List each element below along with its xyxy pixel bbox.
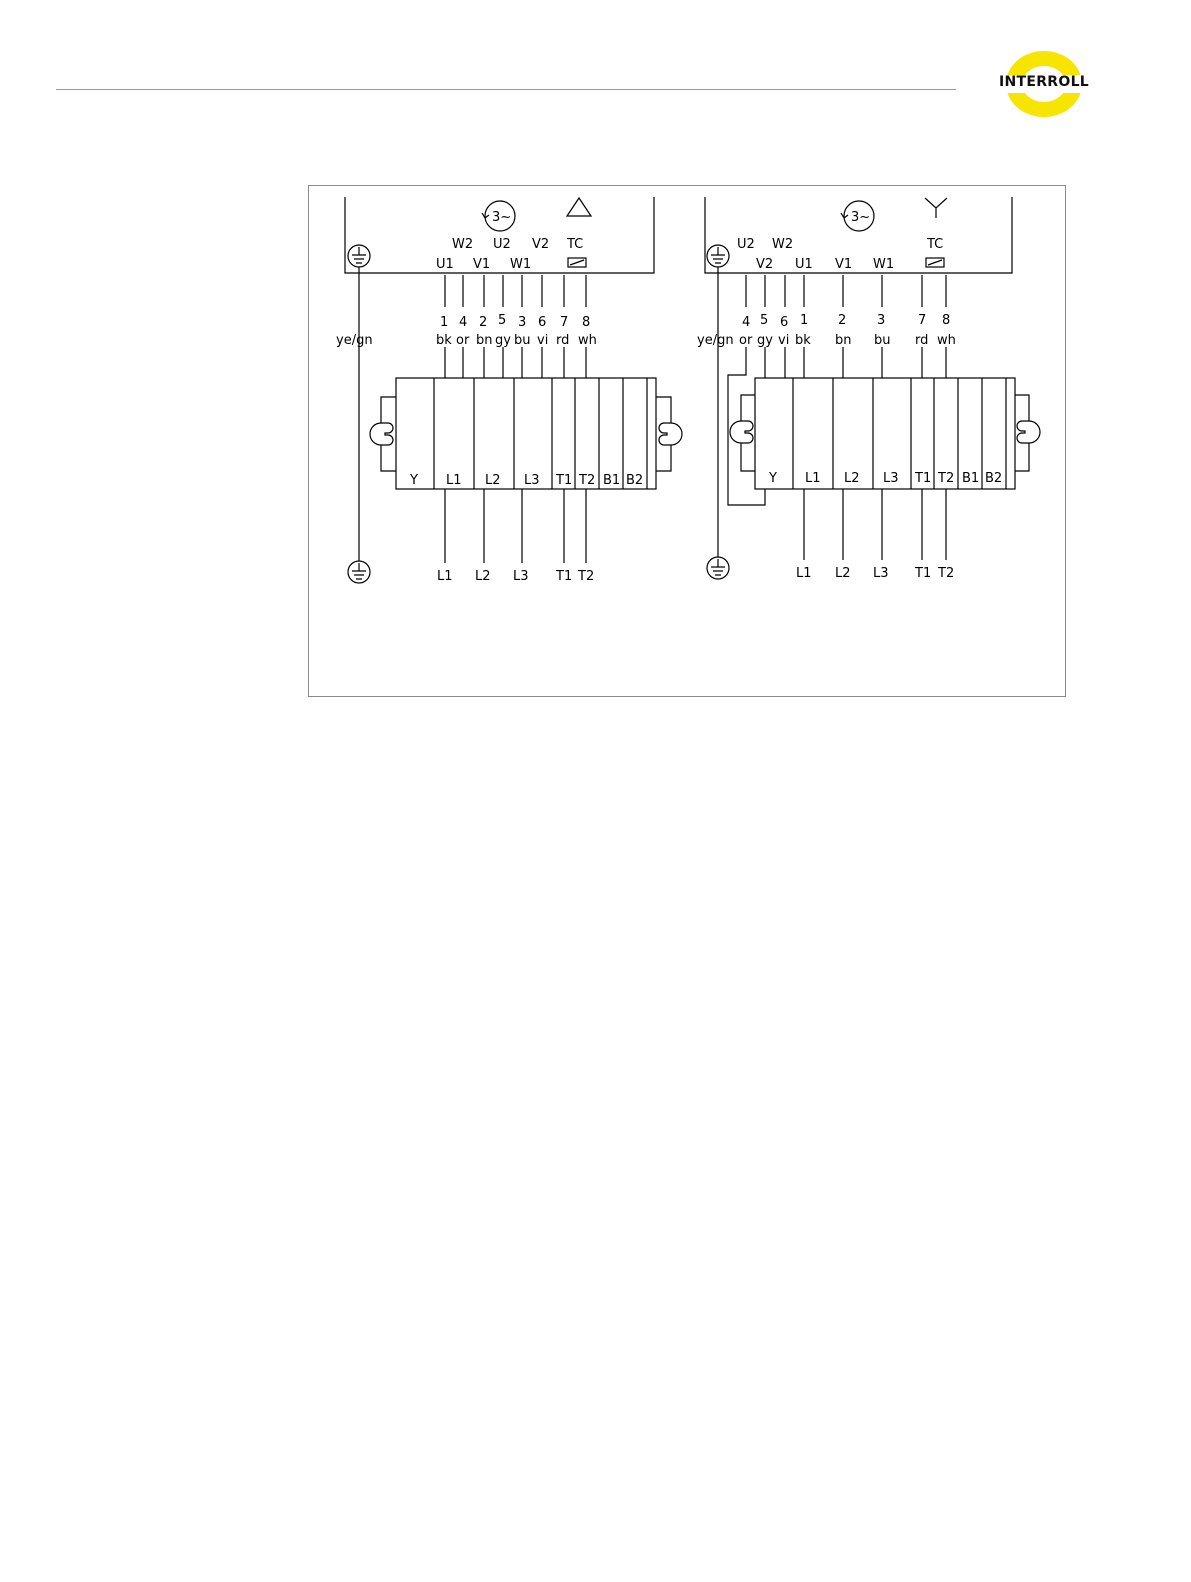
delta-terminal-label: T1 xyxy=(555,473,572,488)
star-winding-label: U2 xyxy=(737,237,755,252)
star-terminal-label: L1 xyxy=(805,471,821,486)
delta-output-label: L1 xyxy=(437,569,453,584)
star-ground-wire-label: ye/gn xyxy=(697,333,734,348)
delta-winding-label: W1 xyxy=(510,257,531,272)
star-output-label: L1 xyxy=(796,566,812,581)
star-thermal-contact-icon xyxy=(926,258,944,267)
star-ground-icon xyxy=(707,557,729,579)
star-output-label: L2 xyxy=(835,566,851,581)
delta-pin-number: 6 xyxy=(538,315,546,330)
delta-rotation-label: 3~ xyxy=(492,210,511,225)
star-pin-number: 7 xyxy=(918,313,926,328)
star-bridge-wire xyxy=(728,347,765,505)
delta-terminal-label: L1 xyxy=(446,473,462,488)
delta-output-label: T2 xyxy=(577,569,594,584)
star-wire-color: or xyxy=(739,333,753,348)
star-terminal-label: T2 xyxy=(937,471,954,486)
delta-output-wires xyxy=(445,489,586,563)
star-wire-color: bu xyxy=(874,333,891,348)
star-pin-number: 2 xyxy=(838,313,846,328)
delta-output-label: T1 xyxy=(555,569,572,584)
delta-pin-number: 7 xyxy=(560,315,568,330)
star-wire-color: bn xyxy=(835,333,852,348)
star-pin-number: 5 xyxy=(760,313,768,328)
delta-pin-number: 8 xyxy=(582,315,590,330)
star-winding-label: W1 xyxy=(873,257,894,272)
delta-winding-label: V2 xyxy=(532,237,549,252)
delta-terminal-label: L3 xyxy=(524,473,540,488)
star-housing-ground-icon xyxy=(707,245,729,267)
star-pin-number: 8 xyxy=(942,313,950,328)
star-terminal-label: Y xyxy=(768,471,777,486)
star-wire-color: gy xyxy=(757,333,773,348)
delta-winding-label: V1 xyxy=(473,257,490,272)
delta-pin-number: 5 xyxy=(498,313,506,328)
star-output-label: T1 xyxy=(914,566,931,581)
star-tc-label: TC xyxy=(926,237,943,252)
star-wire-color: rd xyxy=(915,333,928,348)
delta-wire-color: bn xyxy=(476,333,493,348)
star-pin-number: 3 xyxy=(877,313,885,328)
delta-winding-label: W2 xyxy=(452,237,473,252)
star-winding-label: W2 xyxy=(772,237,793,252)
delta-ground-wire-label: ye/gn xyxy=(336,333,373,348)
delta-housing-ground-icon xyxy=(348,245,370,267)
delta-wire-color: or xyxy=(456,333,470,348)
delta-pin-number: 2 xyxy=(479,315,487,330)
delta-tc-label: TC xyxy=(566,237,583,252)
delta-wire-color: bk xyxy=(436,333,452,348)
star-output-label: T2 xyxy=(937,566,954,581)
delta-wire-color: bu xyxy=(514,333,531,348)
star-terminal-label: B1 xyxy=(962,471,979,486)
delta-output-label: L3 xyxy=(513,569,529,584)
delta-terminal-label: L2 xyxy=(485,473,501,488)
star-winding-label: U1 xyxy=(795,257,813,272)
header-rule xyxy=(56,89,956,90)
delta-symbol-icon xyxy=(567,198,591,216)
star-terminal-label: L3 xyxy=(883,471,899,486)
star-connection: 3~ U2 W2 V2 U1 V1 W1 TC ye/gn 4 5 xyxy=(697,197,1040,581)
star-winding-label: V1 xyxy=(835,257,852,272)
delta-wire-color: wh xyxy=(578,333,597,348)
delta-terminal-label: Y xyxy=(409,473,418,488)
delta-output-label: L2 xyxy=(475,569,491,584)
delta-pin-number: 1 xyxy=(440,315,448,330)
delta-terminal-label: T2 xyxy=(578,473,595,488)
star-terminal-label: B2 xyxy=(985,471,1002,486)
delta-motor-housing xyxy=(345,197,654,273)
star-symbol-icon xyxy=(925,198,947,218)
delta-winding-label: U2 xyxy=(493,237,511,252)
star-winding-label: V2 xyxy=(756,257,773,272)
delta-pin-number: 4 xyxy=(459,315,467,330)
star-output-wires xyxy=(804,489,946,560)
interroll-logo: INTERROLL xyxy=(990,50,1098,118)
star-pin-number: 4 xyxy=(742,315,750,330)
star-pin-number: 1 xyxy=(800,313,808,328)
delta-ground-icon xyxy=(348,561,370,583)
delta-terminal-label: B1 xyxy=(603,473,620,488)
star-wire-color: bk xyxy=(795,333,811,348)
delta-winding-label: U1 xyxy=(436,257,454,272)
delta-wire-color: vi xyxy=(537,333,548,348)
delta-connection: 3~ U1 W2 V1 U2 W1 V2 TC ye/gn 1 4 xyxy=(336,197,682,584)
delta-terminal-label: B2 xyxy=(626,473,643,488)
delta-wire-color: rd xyxy=(556,333,569,348)
logo-text: INTERROLL xyxy=(990,74,1098,90)
star-terminal-label: T1 xyxy=(914,471,931,486)
wiring-diagram: 3~ U1 W2 V1 U2 W1 V2 TC ye/gn 1 4 xyxy=(308,185,1066,697)
star-wire-color: vi xyxy=(778,333,789,348)
delta-pin-number: 3 xyxy=(518,315,526,330)
star-terminal-label: L2 xyxy=(844,471,860,486)
delta-thermal-contact-icon xyxy=(568,258,586,267)
star-wire-color: wh xyxy=(937,333,956,348)
star-output-label: L3 xyxy=(873,566,889,581)
star-rotation-label: 3~ xyxy=(851,210,870,225)
star-motor-housing xyxy=(705,197,1012,273)
delta-wire-color: gy xyxy=(495,333,511,348)
star-pin-number: 6 xyxy=(780,315,788,330)
